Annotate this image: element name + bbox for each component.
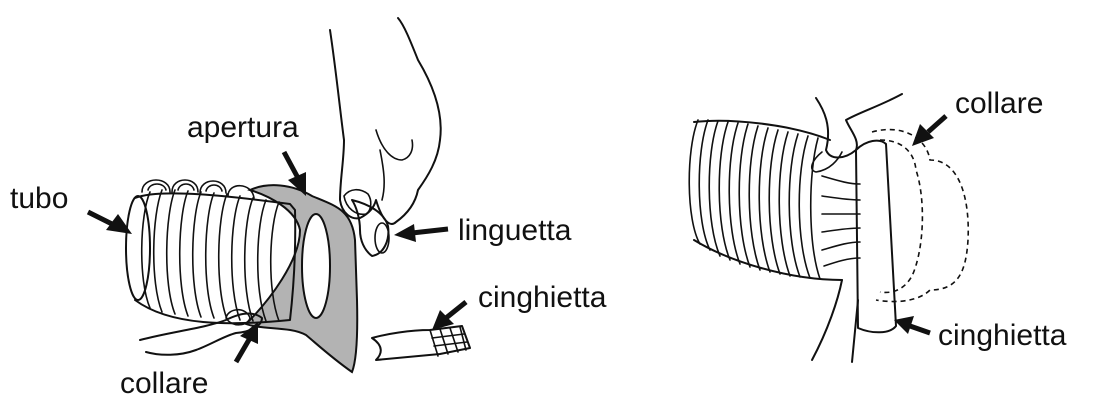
tube-ribs [142, 190, 279, 321]
upper-hand-fold [376, 130, 413, 200]
fabric-folds [822, 176, 860, 266]
arrow-tubo [88, 212, 132, 234]
label-collare-right: collare [955, 87, 1043, 120]
tube-end-ring [126, 196, 150, 300]
arrow-linguetta [394, 224, 448, 242]
collar-band [856, 141, 896, 333]
collar-ring [302, 214, 330, 318]
tube-rib-tops [142, 180, 254, 198]
arrow-cinghietta-right [894, 316, 930, 334]
label-cinghietta-left: cinghietta [478, 281, 607, 314]
right-fabric-top-2 [812, 152, 842, 172]
arrow-collare-left [236, 322, 258, 362]
label-linguetta: linguetta [458, 214, 572, 247]
right-figure: collare cinghietta [689, 87, 1067, 362]
label-tubo: tubo [10, 182, 68, 215]
right-fabric-bottom [812, 280, 858, 362]
label-cinghietta-right: cinghietta [938, 319, 1067, 352]
label-apertura: apertura [187, 111, 299, 144]
label-collare-left: collare [120, 367, 208, 398]
left-figure: tubo apertura linguetta cinghietta colla… [10, 18, 607, 398]
arrow-collare-right [912, 116, 946, 146]
right-tube-body [694, 121, 842, 280]
right-tube-ribs [689, 120, 820, 279]
